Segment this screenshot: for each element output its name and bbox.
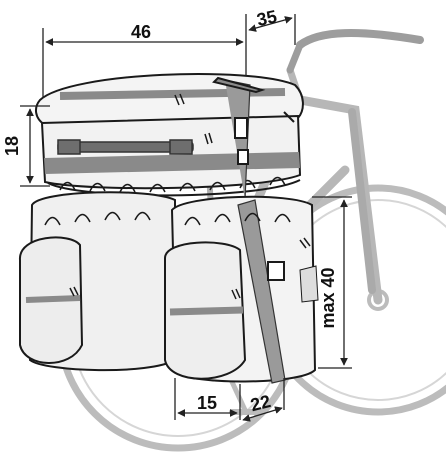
label-bag-height: 18 <box>2 136 22 156</box>
label-pannier-width: 15 <box>197 393 217 413</box>
dim-line-bag-depth <box>248 16 293 32</box>
label-pannier-depth: 22 <box>248 391 272 415</box>
pannier-bag-left <box>18 191 176 372</box>
label-pannier-height: max 40 <box>318 267 338 328</box>
dimension-lines <box>20 14 352 422</box>
pannier-bag-right <box>164 195 319 384</box>
buckle-strap <box>212 76 295 201</box>
rack-top-bag <box>35 73 304 197</box>
label-bag-width: 46 <box>131 22 151 42</box>
label-bag-depth: 35 <box>255 6 279 30</box>
dim-line-pannier-depth <box>242 406 283 422</box>
handlebar <box>296 29 424 49</box>
